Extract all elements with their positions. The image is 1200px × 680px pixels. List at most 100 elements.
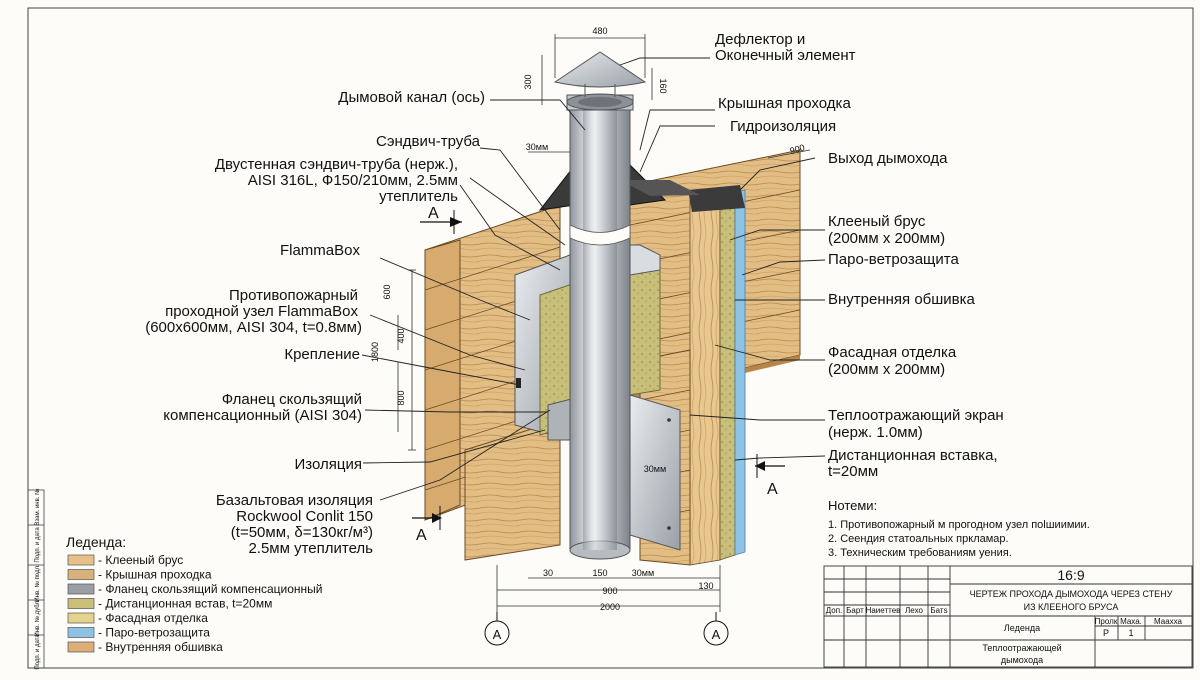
- tb-v-stage: Р: [1103, 628, 1109, 638]
- legend-item-label: - Фланец скользящий компенсационный: [98, 582, 323, 596]
- dim-30mm-mid: 30мм: [644, 464, 666, 474]
- notes-block: Нотеми: 1. Противопожарный м прогодном у…: [828, 498, 1090, 559]
- dim-b30: 30: [543, 568, 553, 578]
- section-mark-a-2: A: [416, 527, 427, 544]
- legend-item-label: - Дистанционная встав, t=20мм: [98, 597, 272, 611]
- label-basalt-1: Базальтовая изоляция: [216, 492, 373, 509]
- label-basalt-2: Rockwool Conlit 150: [236, 508, 373, 525]
- dim-300: 300: [523, 74, 533, 89]
- label-fire-1: Противопожарный: [229, 287, 358, 304]
- legend-swatch: [67, 627, 95, 638]
- dim-160: 160: [658, 78, 668, 93]
- dim-400: 400: [396, 328, 406, 343]
- legend-swatch: [67, 569, 95, 580]
- legend-item-label: - Крышная проходка: [98, 568, 212, 582]
- label-fire-2: проходной узел FlammaBox: [165, 303, 358, 320]
- side-stamp-label: Взам. инв. №: [34, 488, 41, 525]
- label-spacer-2: t=20мм: [828, 463, 878, 480]
- label-glued-2: (200мм х 200мм): [828, 230, 945, 247]
- dim-600: 600: [382, 284, 392, 299]
- dim-b2000: 2000: [600, 602, 620, 612]
- label-sandwich: Сэндвич-труба: [376, 133, 481, 150]
- tb-legend-cell: Леденда: [1004, 623, 1040, 633]
- label-smoke-channel: Дымовой канал (ось): [338, 89, 485, 106]
- glued-beam-wall-right: [629, 149, 801, 566]
- tb-col-1: Доп.: [826, 606, 843, 615]
- legend-swatch: [67, 583, 95, 595]
- legend-swatch: [67, 641, 95, 653]
- notes-title: Нотеми:: [828, 498, 877, 513]
- legend: Леденда: - Клееный брус- Крышная проходк…: [66, 534, 323, 654]
- side-stamp-label: Подп. и дата: [35, 634, 41, 670]
- tb-col-2: Барт: [846, 606, 864, 615]
- dim-900-top: 900: [789, 142, 806, 156]
- title-block: [823, 565, 1193, 668]
- label-waterproof: Гидроизоляция: [730, 118, 836, 135]
- label-facade-1: Фасадная отделка: [828, 344, 957, 361]
- label-flange-1: Фланец скользящий: [222, 391, 362, 408]
- section-mark-a-1: A: [428, 205, 439, 222]
- legend-swatch: [67, 598, 95, 609]
- dimension-lines: [397, 34, 811, 612]
- tb-title-2: ИЗ КЛЕЕНОГО БРУСА: [1024, 602, 1119, 612]
- label-vapor: Паро-ветрозащита: [828, 251, 959, 268]
- dim-b150: 150: [592, 568, 607, 578]
- tb-h-sheet: Маха.: [1120, 617, 1142, 626]
- legend-title: Леденда:: [66, 534, 126, 550]
- label-double-2: AISI 316L, Ф150/210мм, 2.5мм: [248, 172, 458, 189]
- label-fire-3: (600х600мм, AISI 304, t=0.8мм): [145, 319, 362, 336]
- deflector: [553, 51, 647, 111]
- label-basalt-4: 2.5мм утеплитель: [248, 540, 373, 557]
- note-3: 3. Техническим требованиям уения.: [828, 547, 1012, 559]
- label-double-1: Двустенная сэндвич-труба (нерж.),: [215, 156, 458, 173]
- label-insulation: Изоляция: [295, 456, 362, 473]
- side-stamp-label: Инв. № подл.: [34, 564, 41, 602]
- dim-800: 800: [396, 390, 406, 405]
- tb-col-5: Батs: [930, 606, 947, 615]
- sheet-frame: [27, 7, 1194, 669]
- axis-mark-a-left: A: [493, 627, 502, 642]
- side-stamp-label: Инв. № дубл.: [34, 599, 41, 636]
- dim-1800: 1800: [370, 342, 380, 362]
- dim-480: 480: [592, 26, 607, 36]
- section-mark-a-3: A: [767, 481, 778, 498]
- label-screen-1: Теплоотражающий экран: [828, 407, 1004, 424]
- tb-col-3: Наиеттев: [866, 606, 901, 615]
- label-flange-2: компенсационный (AISI 304): [163, 407, 362, 424]
- label-exit: Выход дымохода: [828, 150, 948, 167]
- label-screen-2: (нерж. 1.0мм): [828, 424, 923, 441]
- legend-swatch: [67, 612, 95, 624]
- tb-title-1: ЧЕРТЕЖ ПРОХОДА ДЫМОХОДА ЧЕРЕЗ СТЕНУ: [970, 589, 1173, 599]
- label-flammabox: FlammaBox: [280, 242, 361, 259]
- tb-v-sheet: 1: [1128, 628, 1133, 638]
- leader-lines: [361, 57, 826, 501]
- tb-col-4: Лехо: [905, 606, 923, 615]
- tb-bottom-2: дымохода: [1001, 655, 1043, 665]
- side-stamp: [27, 489, 45, 669]
- label-mount: Крепление: [284, 346, 360, 363]
- label-deflector-1: Дефлектор и: [715, 31, 805, 48]
- label-spacer-1: Дистанционная вставка,: [828, 447, 998, 464]
- legend-item-label: - Клееный брус: [98, 553, 183, 567]
- section-markers: [412, 210, 785, 646]
- label-double-3: утеплитель: [379, 188, 458, 205]
- legend-item-label: - Паро-ветрозащита: [98, 626, 210, 640]
- label-facade-2: (200мм х 200мм): [828, 361, 945, 378]
- dim-30-top: 30мм: [526, 142, 548, 152]
- label-deflector-2: Оконечный элемент: [715, 47, 856, 64]
- note-1: 1. Противопожарный м прогодном узел поlш…: [828, 519, 1090, 531]
- tb-h-stage: Пролк: [1095, 617, 1118, 626]
- note-2: 2. Сеендия статоальных пркламар.: [828, 533, 1009, 545]
- axis-mark-a-right: A: [712, 627, 721, 642]
- legend-item-label: - Фасадная отделка: [98, 611, 208, 625]
- tb-h-scale: Маахха: [1154, 617, 1183, 626]
- tb-ratio: 16:9: [1057, 567, 1084, 583]
- dim-b130: 130: [698, 581, 713, 591]
- dim-b900: 900: [602, 586, 617, 596]
- side-stamp-label: Подп. и дата: [35, 527, 41, 563]
- legend-item-label: - Внутренняя обшивка: [98, 640, 223, 654]
- label-roof-pass: Крышная проходка: [718, 95, 851, 112]
- label-basalt-3: (t=50мм, δ=130кг/м³): [231, 524, 373, 541]
